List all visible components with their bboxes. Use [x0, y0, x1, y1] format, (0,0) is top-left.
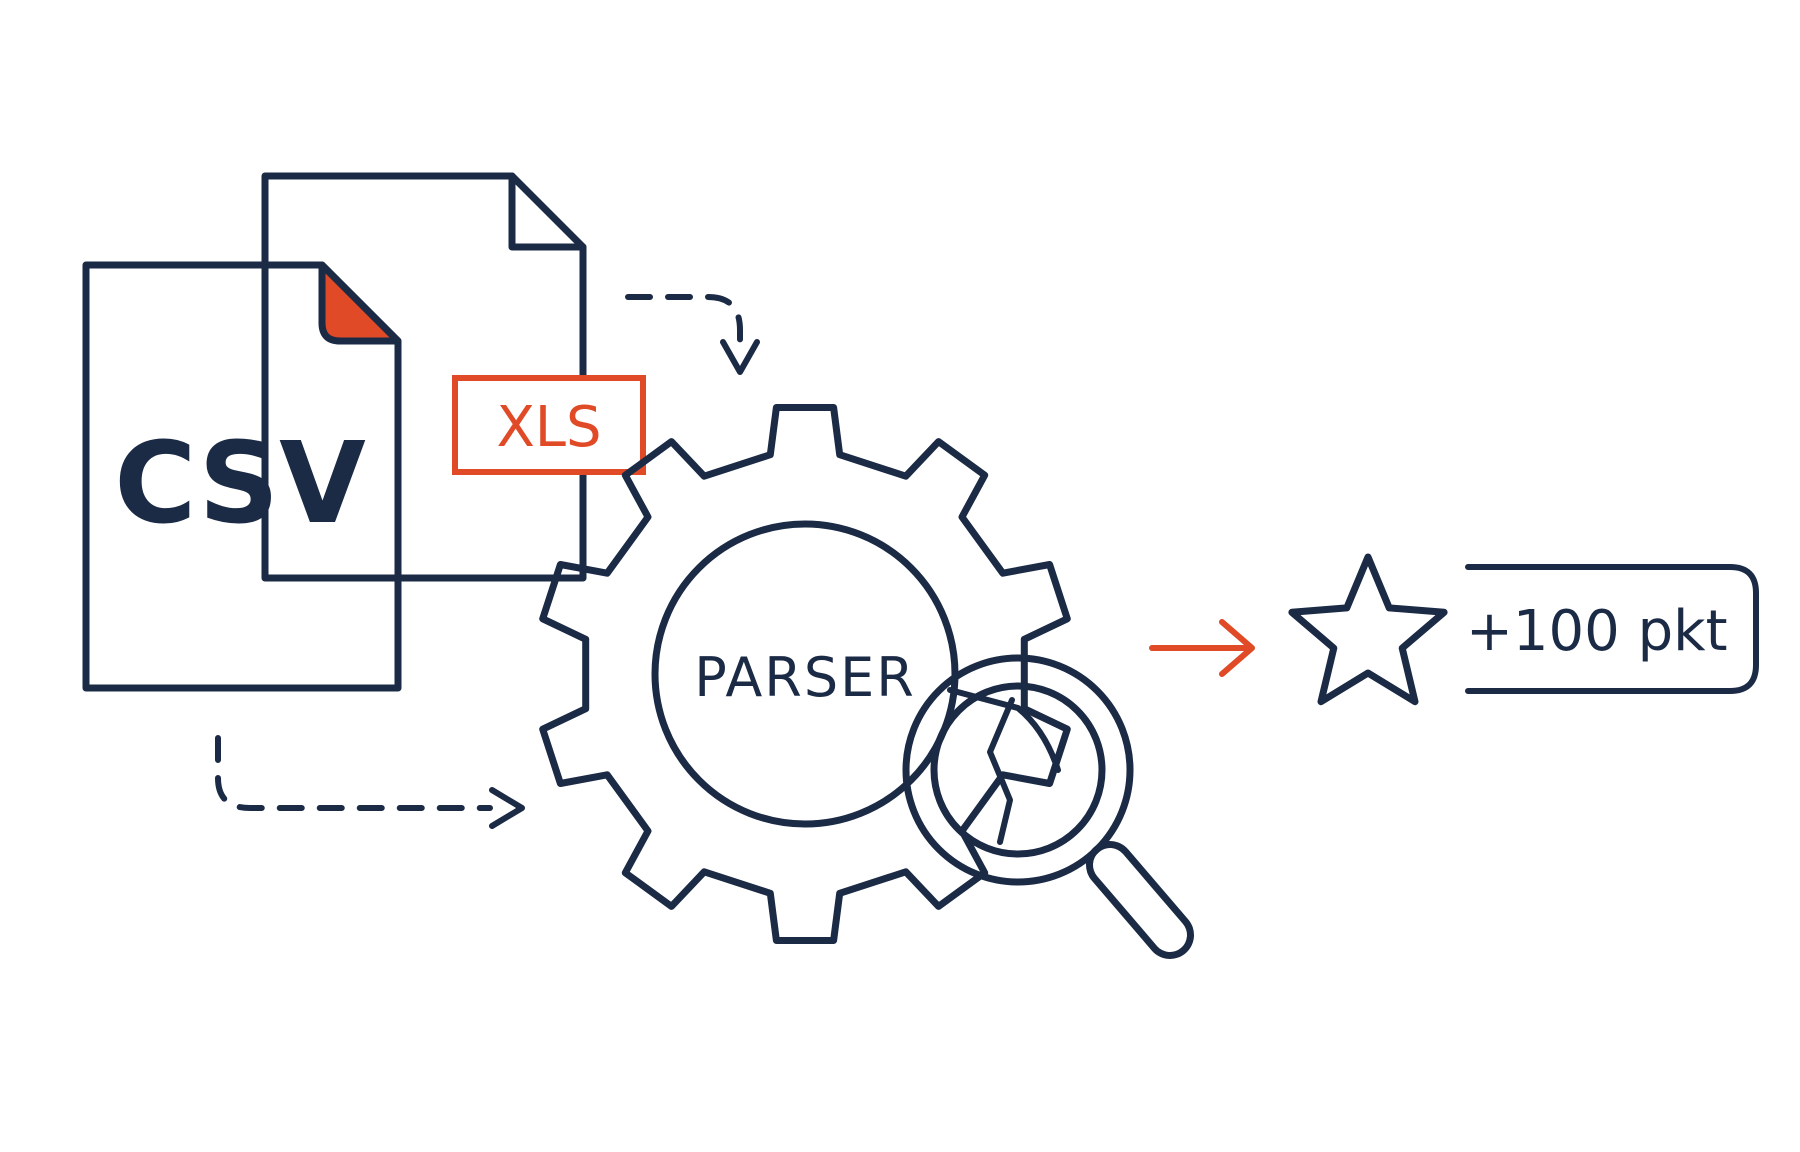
dashed-arrow-csv-to-parser	[215, 735, 525, 829]
result-arrow	[1149, 619, 1255, 677]
star-icon	[1288, 553, 1448, 706]
points-badge-frame	[1465, 564, 1759, 694]
magnifier-icon	[902, 654, 1134, 886]
csv-document: CSV	[82, 261, 402, 692]
csv-document-icon	[82, 261, 402, 692]
dashed-arrow-xls-to-parser	[625, 294, 760, 375]
gear-icon	[539, 404, 1071, 944]
parser-gear: PARSER	[539, 404, 1071, 944]
dashed-arrow-icon	[215, 735, 493, 811]
csv-label: CSV	[114, 419, 366, 549]
magnifier-handle-fill	[1093, 848, 1187, 952]
xls-document-fold	[508, 172, 587, 251]
points-label: +100 pkt	[1466, 599, 1728, 664]
parser-label: PARSER	[694, 646, 916, 709]
dashed-arrow-icon	[625, 294, 743, 343]
magnifier-lens	[930, 682, 1106, 858]
magnifier	[902, 654, 1194, 959]
points-badge: +100 pkt	[1465, 564, 1759, 694]
arrowhead-down	[720, 339, 760, 375]
xls-label: XLS	[496, 395, 601, 460]
csv-document-corner	[318, 261, 402, 345]
xls-badge	[452, 375, 646, 475]
arrow-right-head	[1219, 619, 1255, 677]
xls-document: XLS	[261, 172, 646, 582]
arrowhead-right	[489, 787, 525, 829]
magnified-gear-tooth	[947, 687, 1061, 845]
